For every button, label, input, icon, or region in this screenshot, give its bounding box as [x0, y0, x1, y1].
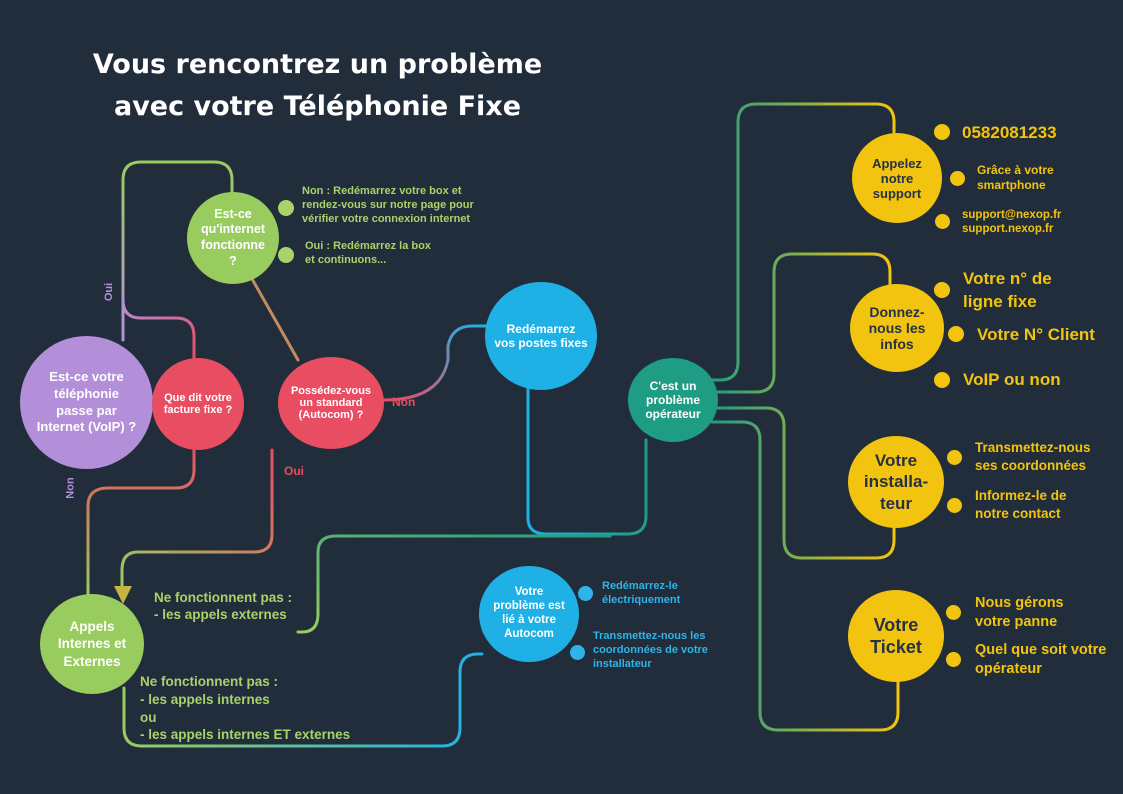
internet-answer-oui: Oui : Redémarrez la box et continuons... — [305, 240, 431, 266]
infos-voip: VoIP ou non — [963, 370, 1061, 389]
bullet-dot — [946, 605, 961, 620]
bullet-dot — [934, 372, 950, 388]
infos-ligne: Votre n° de ligne fixe — [963, 269, 1052, 311]
appels-node[interactable]: Appels Internes et Externes — [40, 594, 144, 694]
label-oui-left: Oui — [103, 282, 116, 302]
bullet-dot — [570, 645, 585, 660]
label-non-left: Non — [64, 477, 77, 499]
appels-externes-text: Ne fonctionnent pas : - les appels exter… — [154, 590, 292, 622]
title-line-1: Vous rencontrez un problème — [92, 49, 543, 80]
support-phone: 0582081233 — [962, 123, 1057, 142]
infos-client: Votre N° Client — [977, 325, 1095, 344]
internet-answer-non: Non : Redémarrez votre box et rendez-vou… — [302, 185, 474, 225]
installateur-item-a: Transmettez-nous ses coordonnées — [975, 440, 1091, 473]
bullet-dot — [947, 498, 962, 513]
bullet-dot — [578, 586, 593, 601]
redemarrez-postes-node[interactable]: Redémarrez vos postes fixes — [485, 282, 597, 390]
installateur-item-b: Informez-le de notre contact — [975, 488, 1067, 521]
ticket-item-a: Nous gérons votre panne — [975, 595, 1064, 630]
operateur-node[interactable]: C'est un problème opérateur — [628, 358, 718, 442]
infos-node[interactable]: Donnez- nous les infos — [850, 284, 944, 372]
bullet-dot — [946, 652, 961, 667]
title-line-2: avec votre Téléphonie Fixe — [113, 91, 522, 122]
appels-internes-text: Ne fonctionnent pas : - les appels inter… — [140, 674, 351, 743]
internet-question-node[interactable]: Est-ce qu'internet fonctionne ? — [187, 192, 279, 284]
label-non-standard: Non — [392, 395, 416, 409]
bullet-dot — [934, 124, 950, 140]
voip-question-node[interactable]: Est-ce votre téléphonie passe par Intern… — [20, 336, 153, 469]
ticket-node[interactable]: Votre Ticket — [848, 590, 944, 682]
bullet-dot — [948, 326, 964, 342]
bullet-dot — [950, 171, 965, 186]
support-node[interactable]: Appelez notre support — [852, 133, 942, 223]
autocom-answer-2: Transmettez-nous les coordonnées de votr… — [593, 630, 708, 670]
support-email: support@nexop.fr support.nexop.fr — [962, 209, 1062, 236]
facture-question-node[interactable]: Que dit votre facture fixe ? — [152, 358, 244, 450]
bullet-dot — [278, 200, 294, 216]
label-oui-standard: Oui — [284, 464, 304, 478]
bullet-dot — [934, 282, 950, 298]
bullet-dot — [947, 450, 962, 465]
down-arrow-marker — [114, 586, 132, 604]
autocom-answer-1: Redémarrez-le électriquement — [602, 580, 681, 606]
bullet-dot — [935, 214, 950, 229]
page-title: Vous rencontrez un problème avec votre T… — [40, 44, 595, 128]
installateur-node[interactable]: Votre installa- teur — [848, 436, 944, 528]
autocom-node[interactable]: Votre problème est lié à votre Autocom — [479, 566, 579, 662]
bullet-dot — [278, 247, 294, 263]
standard-question-node[interactable]: Possédez-vous un standard (Autocom) ? — [278, 357, 384, 449]
ticket-item-b: Quel que soit votre opérateur — [975, 642, 1107, 677]
support-smartphone: Grâce à votre smartphone — [977, 163, 1054, 192]
